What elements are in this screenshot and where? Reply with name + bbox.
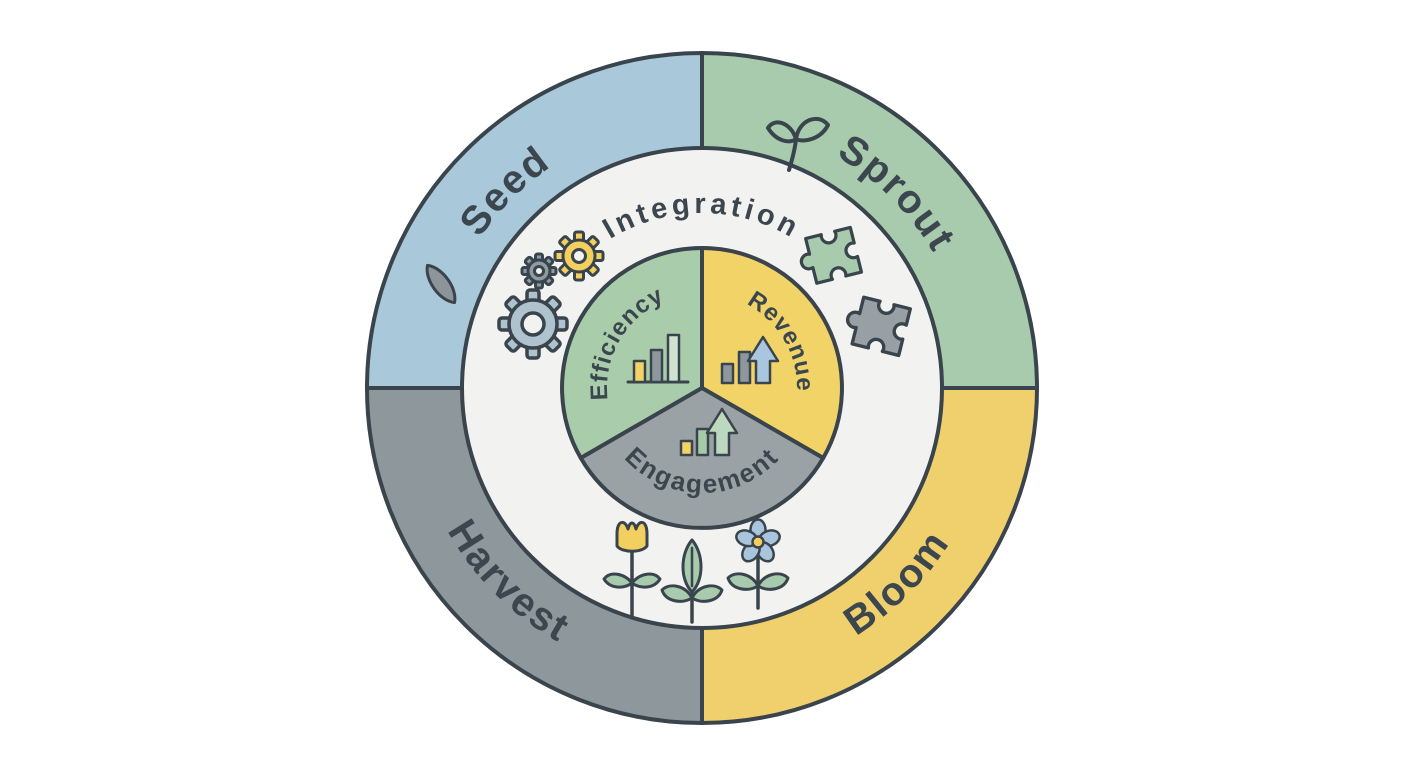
bar-chart-efficiency-icon [626, 333, 690, 384]
blue-flower-icon [726, 518, 790, 610]
bar-chart-revenue-icon [720, 335, 780, 385]
bar-chart-engagement-icon [679, 407, 739, 457]
inner-segment-engagement [578, 386, 826, 530]
gear-small-icon [520, 252, 558, 290]
inner-segment-efficiency [560, 246, 704, 460]
gear-yellow-icon [553, 230, 605, 282]
leaf-plant-icon [660, 538, 724, 624]
gears-icon [497, 230, 605, 360]
gear-large-icon [497, 288, 569, 360]
flowers-icon [602, 518, 790, 624]
tulip-icon [602, 520, 662, 620]
seed-icon [425, 263, 457, 305]
seedling-icon [766, 116, 830, 172]
